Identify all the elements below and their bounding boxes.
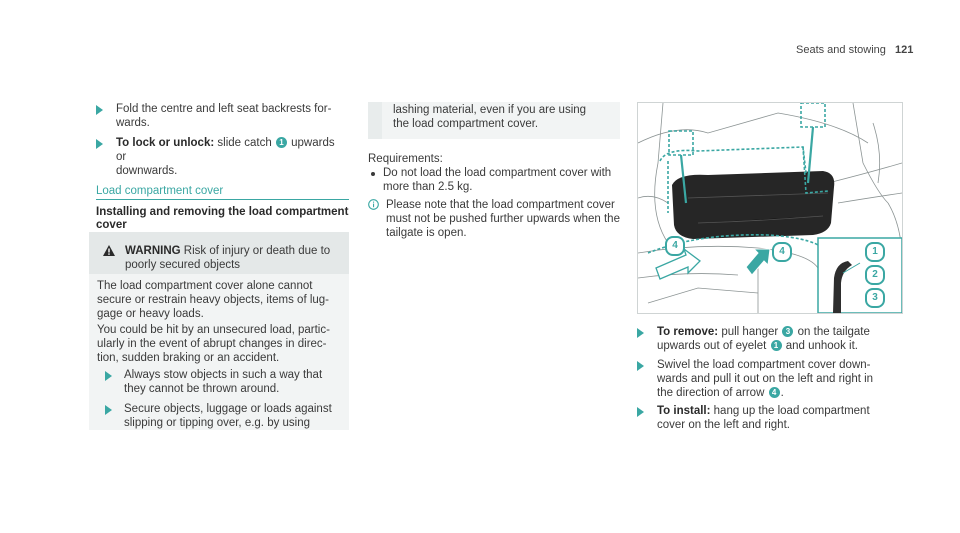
remove-b: on the tailgate bbox=[794, 326, 870, 338]
link-heading-text[interactable]: Load compartment cover bbox=[96, 185, 224, 197]
step-remove-text: To remove: pull hanger 3 on the tailgate… bbox=[657, 325, 870, 353]
step-install: To install: hang up the load compartment… bbox=[637, 404, 902, 432]
swivel-a: Swivel the load compartment cover down- … bbox=[657, 359, 874, 399]
callout-badge: 4 bbox=[768, 387, 780, 398]
req-1-text: Do not load the load compartment cover w… bbox=[383, 167, 612, 193]
step-lock-b: upwards or bbox=[116, 137, 335, 163]
remove-a: pull hanger bbox=[718, 326, 782, 338]
step-lock-text: To lock or unlock: slide catch 1 upwards… bbox=[116, 136, 346, 178]
step-install-label: To install: bbox=[657, 405, 711, 417]
warning-icon bbox=[103, 245, 115, 259]
step-lock-a: slide catch bbox=[214, 137, 275, 149]
warning-step-2-text: Secure objects, luggage or loads against… bbox=[124, 403, 332, 429]
step-arrow-icon bbox=[637, 361, 644, 371]
step-lock: To lock or unlock: slide catch 1 upwards… bbox=[96, 136, 346, 178]
info-icon bbox=[368, 199, 379, 213]
step-install-text: To install: hang up the load compartment… bbox=[657, 404, 870, 432]
warning-title: WARNING Risk of injury or death due to p… bbox=[125, 244, 345, 272]
running-header: Seats and stowing 121 bbox=[796, 44, 913, 56]
warning-step-1: Always stow objects in such a way that t… bbox=[105, 368, 345, 396]
section-heading: Installing and removing the load compart… bbox=[96, 206, 349, 231]
install-b: cover on the left and right. bbox=[657, 419, 790, 431]
step-swivel-text: Swivel the load compartment cover down- … bbox=[657, 358, 873, 400]
figure-callout-2: 2 bbox=[865, 265, 885, 285]
warning-body-1: The load compartment cover alone cannot … bbox=[97, 280, 330, 320]
step-arrow-icon bbox=[105, 405, 112, 415]
continued-text: lashing material, even if you are using … bbox=[393, 104, 587, 130]
warning-title-b: poorly secured objects bbox=[125, 259, 241, 271]
remove-c: upwards out of eyelet bbox=[657, 340, 770, 352]
continued-panel bbox=[368, 102, 620, 139]
callout-badge: 1 bbox=[275, 137, 287, 148]
figure-callout-3: 3 bbox=[865, 288, 885, 308]
step-lock-c: downwards. bbox=[116, 165, 178, 177]
note-text: Please note that the load compartment co… bbox=[386, 199, 620, 239]
figure-callout-1: 1 bbox=[865, 242, 885, 262]
callout-badge: 1 bbox=[770, 340, 782, 351]
figure-callout-4a: 4 bbox=[665, 236, 685, 256]
warning-body-2: You could be hit by an unsecured load, p… bbox=[97, 324, 330, 364]
req-bullet bbox=[371, 172, 375, 176]
step-swivel: Swivel the load compartment cover down- … bbox=[637, 358, 902, 400]
step-arrow-icon bbox=[637, 328, 644, 338]
warning-step-2: Secure objects, luggage or loads against… bbox=[105, 402, 345, 430]
step-arrow-icon bbox=[105, 371, 112, 381]
step-fold-text: Fold the centre and left seat backrests … bbox=[116, 103, 332, 129]
step-arrow-icon bbox=[637, 407, 644, 417]
callout-badge: 3 bbox=[782, 326, 794, 337]
remove-d: and unhook it. bbox=[782, 340, 858, 352]
continued-bar bbox=[368, 102, 382, 139]
step-arrow-icon bbox=[96, 139, 103, 149]
install-a: hang up the load compartment bbox=[710, 405, 870, 417]
step-fold: Fold the centre and left seat backrests … bbox=[96, 102, 346, 130]
warning-label: WARNING bbox=[125, 245, 181, 257]
section-title: Seats and stowing bbox=[796, 44, 886, 56]
step-remove: To remove: pull hanger 3 on the tailgate… bbox=[637, 325, 902, 353]
step-arrow-icon bbox=[96, 105, 103, 115]
load-compartment-figure: 1 2 3 4 4 bbox=[637, 102, 903, 314]
page-number: 121 bbox=[894, 44, 914, 56]
requirements-label: Requirements: bbox=[368, 153, 443, 165]
figure-callout-4b: 4 bbox=[772, 242, 792, 262]
step-lock-label: To lock or unlock: bbox=[116, 137, 215, 149]
step-remove-label: To remove: bbox=[657, 326, 719, 338]
warning-header bbox=[89, 232, 349, 274]
warning-step-1-text: Always stow objects in such a way that t… bbox=[124, 369, 323, 395]
link-heading[interactable]: Load compartment cover bbox=[96, 183, 349, 200]
swivel-b: . bbox=[780, 387, 784, 399]
warning-title-a: Risk of injury or death due to bbox=[180, 245, 331, 257]
